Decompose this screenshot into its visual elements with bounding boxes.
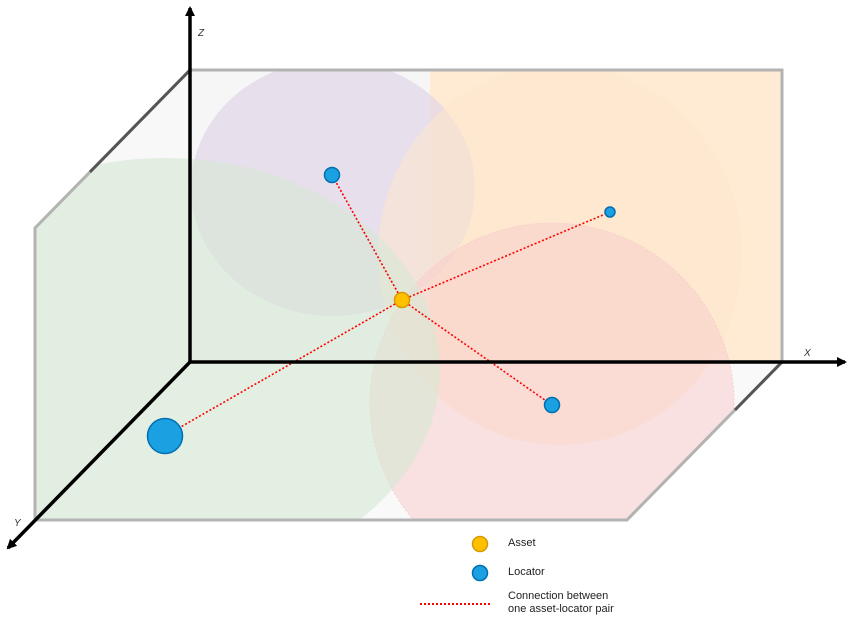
clip-mask-top bbox=[190, 0, 852, 70]
locators bbox=[146, 166, 616, 455]
coverage-zones bbox=[0, 60, 742, 584]
asset-node bbox=[393, 291, 411, 309]
legend-label-connection: Connection between one asset-locator pai… bbox=[508, 590, 614, 616]
legend-label-locator: Locator bbox=[508, 566, 545, 578]
y-axis bbox=[6, 360, 192, 550]
legend-label-connection-line1: Connection between bbox=[508, 590, 609, 602]
x-axis-label: X bbox=[803, 348, 811, 359]
legend-label-asset: Asset bbox=[508, 537, 536, 549]
legend: Asset Locator Connection between one ass… bbox=[420, 532, 680, 618]
clip-mask-right bbox=[782, 70, 852, 362]
locator-node bbox=[146, 417, 184, 455]
connection-line bbox=[164, 299, 403, 437]
connection-line bbox=[401, 299, 553, 406]
axes bbox=[6, 6, 847, 550]
y-axis-label: Y bbox=[14, 518, 22, 529]
clip-mask-bottom bbox=[35, 362, 852, 620]
locator-node bbox=[543, 396, 561, 414]
z-axis-label: Z bbox=[197, 28, 205, 39]
asset-circle-icon bbox=[471, 535, 489, 553]
locator-node bbox=[323, 166, 341, 184]
dotted-line-icon bbox=[420, 603, 490, 605]
locator-node bbox=[604, 206, 616, 218]
locator-circle-icon bbox=[471, 564, 489, 582]
connections bbox=[164, 174, 611, 437]
legend-label-connection-line2: one asset-locator pair bbox=[508, 603, 614, 615]
clip-mask-left bbox=[0, 0, 190, 620]
corner-accents bbox=[88, 68, 784, 412]
connection-line bbox=[401, 211, 611, 301]
zone-green bbox=[0, 158, 440, 582]
